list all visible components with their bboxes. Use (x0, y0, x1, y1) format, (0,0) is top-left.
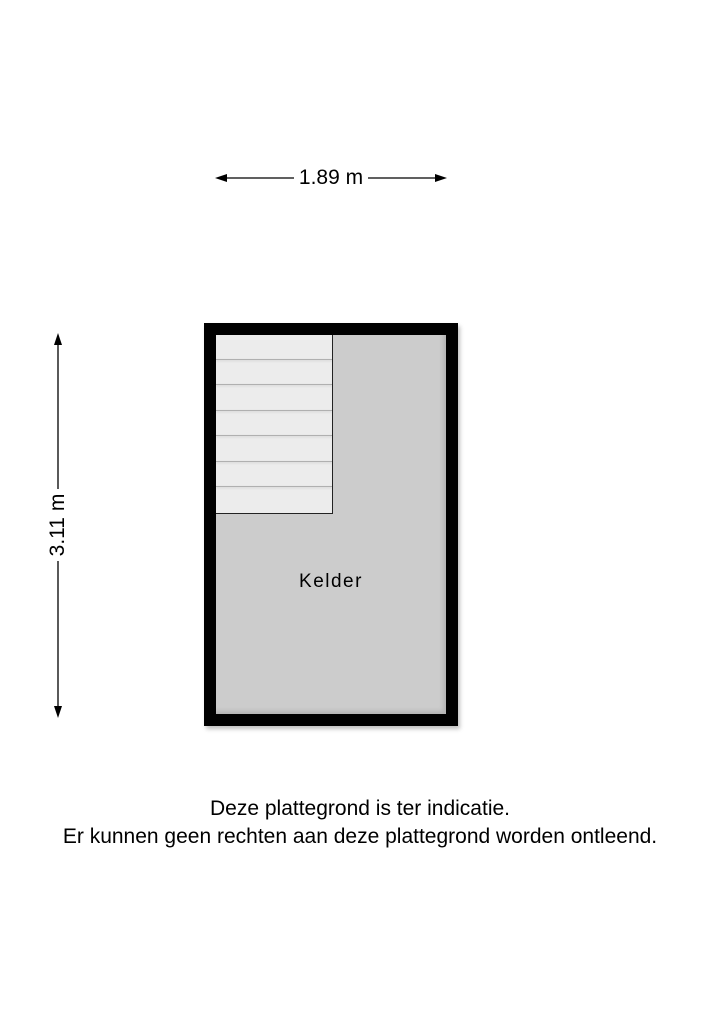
stair-step (216, 384, 332, 385)
stair-step (216, 461, 332, 462)
staircase (216, 335, 333, 514)
height-label: 3.11 m (46, 488, 69, 562)
stair-step (216, 359, 332, 360)
disclaimer: Deze plattegrond is ter indicatie. Er ku… (0, 795, 720, 851)
stair-step (216, 486, 332, 487)
stair-step (216, 435, 332, 436)
room-label-kelder: Kelder (299, 571, 363, 592)
width-dimension: 1.89 m (215, 166, 447, 190)
stair-step (216, 410, 332, 411)
height-dimension: 3.11 m (44, 333, 72, 718)
disclaimer-line-2: Er kunnen geen rechten aan deze plattegr… (62, 825, 658, 848)
disclaimer-line-1: Deze plattegrond is ter indicatie. (210, 797, 510, 820)
width-label: 1.89 m (293, 166, 369, 189)
